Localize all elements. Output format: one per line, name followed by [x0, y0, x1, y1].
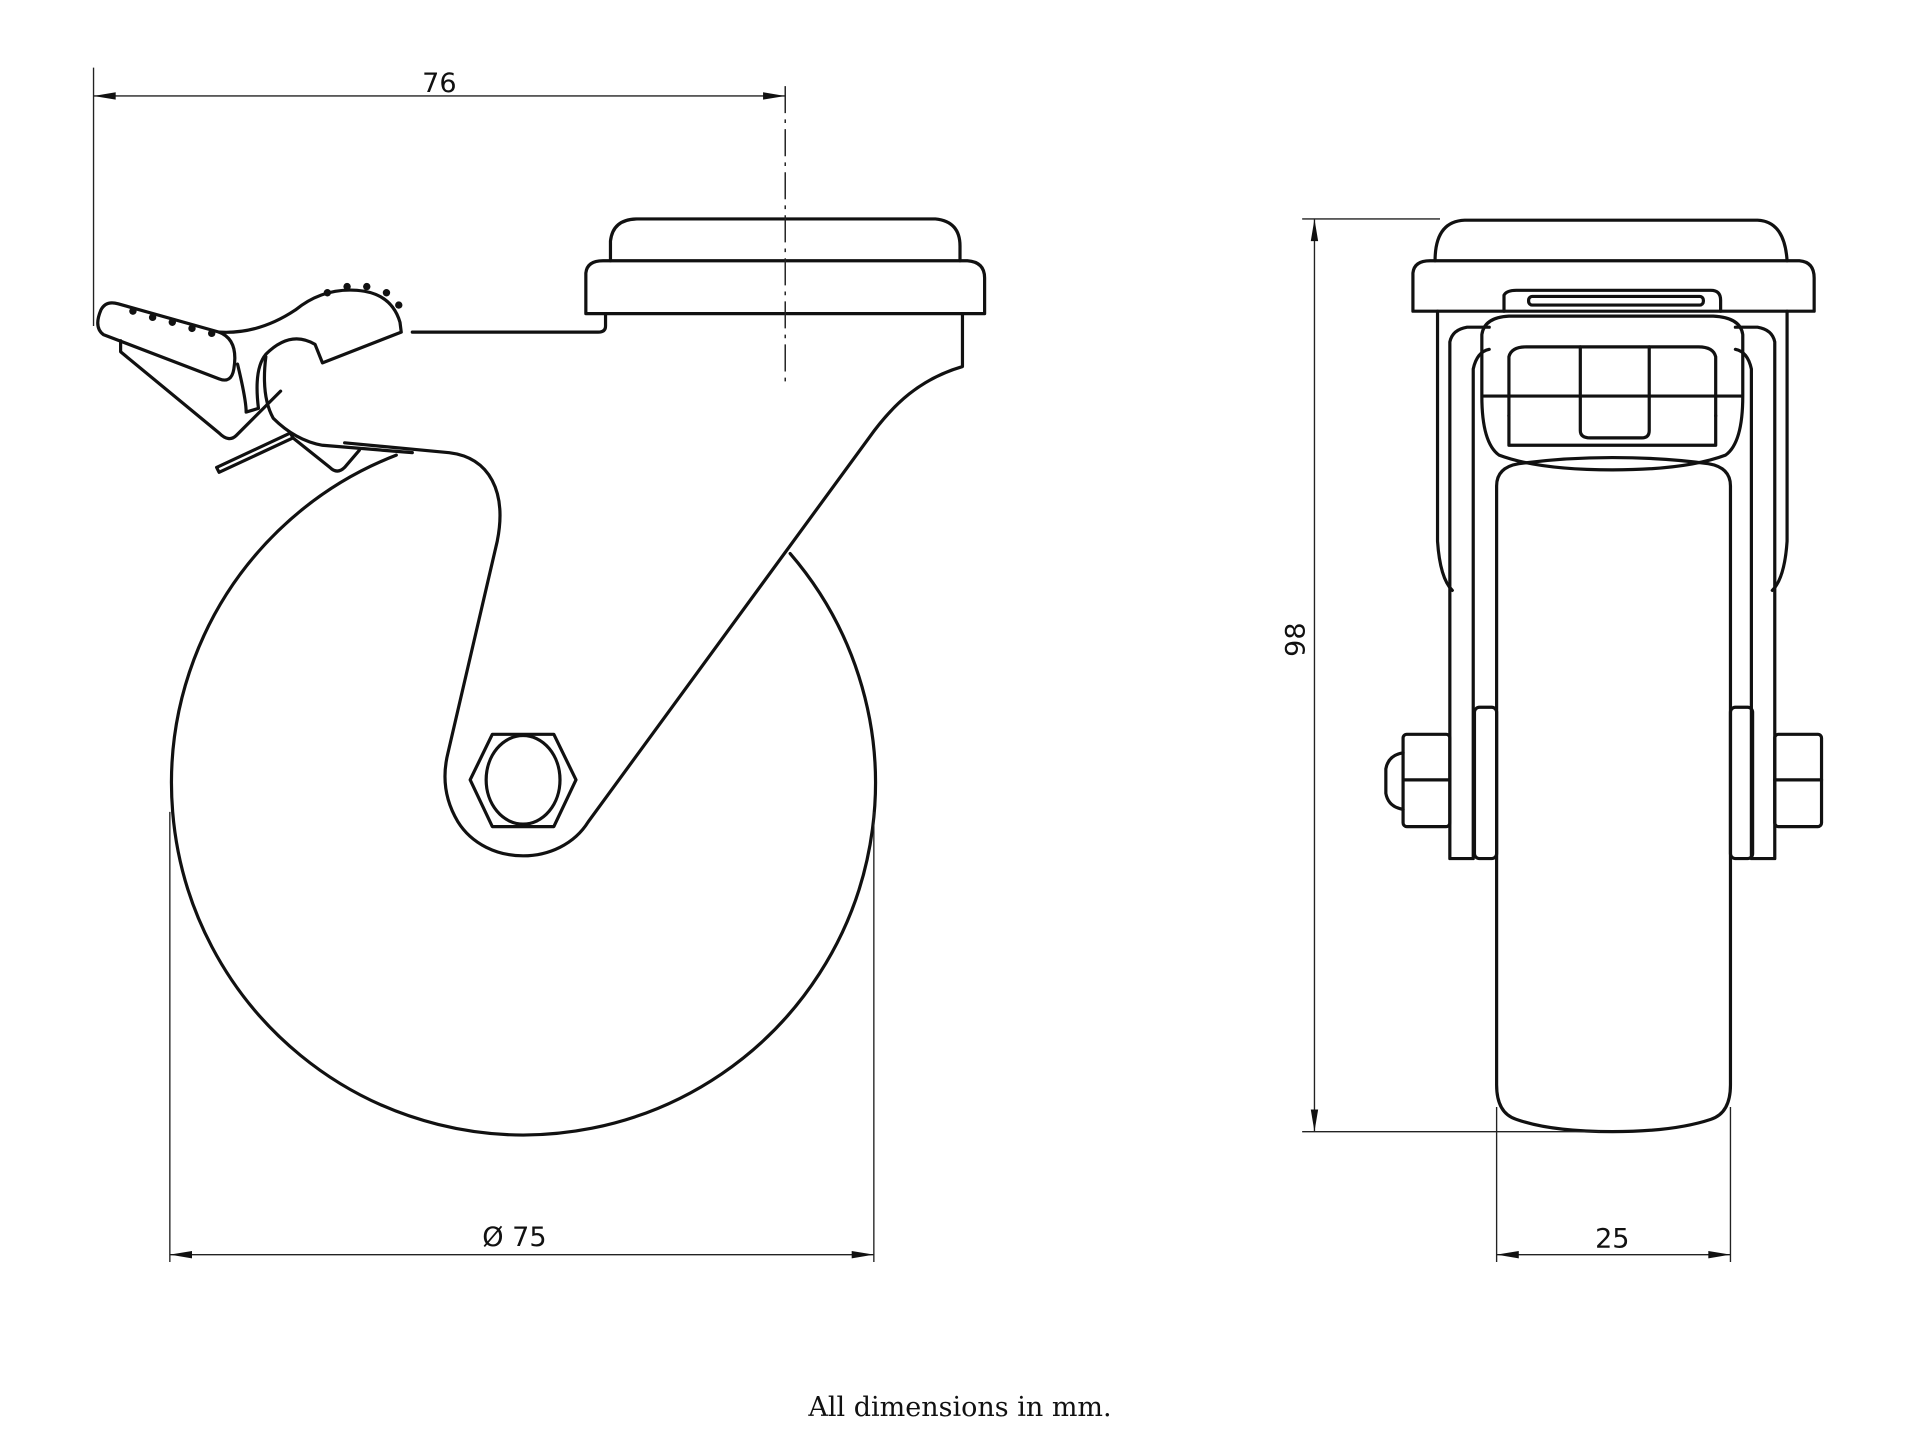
brake-spring	[215, 431, 361, 474]
knurl-marks	[129, 282, 403, 338]
hub-right	[1728, 705, 1755, 861]
hex-nut	[468, 732, 578, 829]
dimension-offset: 76	[92, 67, 786, 326]
brake-slot	[1527, 294, 1705, 307]
dimension-height: 98	[1281, 218, 1600, 1133]
nut-right	[1773, 732, 1824, 829]
width-dimension-label: 25	[1595, 1223, 1629, 1254]
brake-hinge	[262, 355, 414, 455]
brake-pedal	[96, 301, 237, 382]
brake-tab	[1578, 345, 1651, 440]
offset-dimension-label: 76	[422, 68, 456, 99]
brake-block-base	[1507, 414, 1718, 447]
axle	[484, 733, 562, 826]
front-view: 98 25	[1281, 218, 1824, 1263]
top-plate-flange	[584, 259, 987, 316]
side-view: 76 Ø 75	[92, 67, 987, 1263]
swivel-housing	[1435, 309, 1789, 593]
dimension-width: 25	[1495, 1107, 1732, 1263]
wheel-front	[1495, 455, 1733, 1134]
top-plate-flange-front	[1411, 259, 1816, 313]
diameter-dimension-label: Ø 75	[482, 1222, 546, 1253]
footer-note: All dimensions in mm.	[808, 1392, 1112, 1423]
top-plate-cap-front	[1433, 218, 1789, 263]
fork-body	[343, 312, 965, 858]
hub-left	[1472, 705, 1499, 861]
nut-left	[1384, 732, 1452, 829]
brake-bracket	[1502, 288, 1723, 313]
top-plate-cap	[608, 217, 962, 263]
wheel-outline	[169, 453, 878, 1137]
height-dimension-label: 98	[1281, 622, 1312, 656]
brake-shoe	[1480, 314, 1745, 472]
dimension-diameter: Ø 75	[169, 811, 875, 1263]
brake-lever	[119, 288, 403, 441]
brake-block	[1507, 345, 1718, 418]
